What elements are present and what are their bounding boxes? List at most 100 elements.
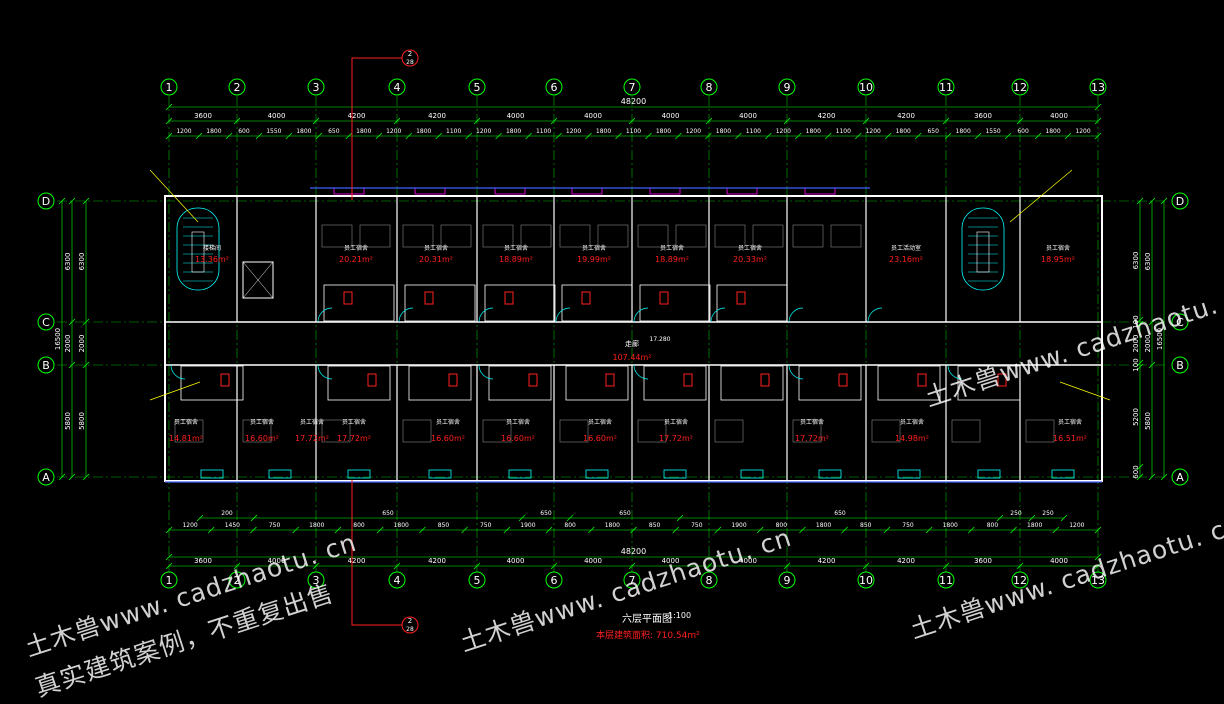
detail-dim-bottom-label: 850 [649, 522, 661, 529]
south-window [585, 469, 609, 479]
axis-bubble-label-4: 4 [394, 574, 401, 587]
axis-bubble-8 [700, 571, 718, 589]
axis-bubble-label-A: A [1176, 471, 1184, 484]
axis-bubble-10 [857, 78, 875, 96]
detail-dim-bottom-label: 750 [902, 522, 914, 529]
axis-bubble-9 [778, 78, 796, 96]
axis-bubble-label-1: 1 [166, 574, 173, 587]
detail-dim-top-tick [255, 132, 263, 140]
row-dim-right-inner-tick [1136, 463, 1144, 471]
axis-dim-bottom-tick [783, 562, 791, 570]
axis-bubble-label-8: 8 [706, 574, 713, 587]
room-area: 20.31m² [419, 255, 453, 264]
axis-bubble-B [1171, 356, 1189, 374]
axis-bubble-12 [1011, 571, 1029, 589]
axis-dim-bottom-tick [1094, 562, 1102, 570]
door-swing [555, 307, 571, 323]
south-window [347, 469, 371, 479]
axis-dim-top-tick [473, 117, 481, 125]
detail-dim-top-label: 1200 [386, 128, 401, 135]
axis-bubble-13 [1089, 571, 1107, 589]
axis-bubble-2 [228, 571, 246, 589]
axis-dim-bottom-label: 4200 [818, 557, 836, 565]
room-area: 17.72m² [795, 434, 829, 443]
axis-dim-top-tick [862, 117, 870, 125]
detail-dim-bottom-label: 1800 [816, 522, 831, 529]
axis-dim-top-label: 4000 [739, 112, 757, 120]
door-swing [788, 364, 804, 380]
axis-bubble-3 [307, 571, 325, 589]
axis-bubble-label-12: 12 [1013, 81, 1027, 94]
small-dim-bottom-tick [1028, 514, 1036, 522]
south-bathroom [877, 365, 941, 401]
detail-dim-top-label: 1100 [536, 128, 551, 135]
bath-fixture [220, 373, 230, 387]
room-area: 16.60m² [431, 434, 465, 443]
bath-fixture [504, 291, 514, 305]
row-dim-right-inner-tick [1136, 473, 1144, 481]
axis-bubble-12 [1011, 78, 1029, 96]
detail-dim-top-tick [675, 132, 682, 140]
detail-dim-top-label: 1800 [416, 128, 431, 135]
bed [559, 224, 591, 248]
axis-bubble-7 [623, 571, 641, 589]
overall-dim-top-tick [1094, 103, 1102, 111]
small-dim-bottom-tick [518, 514, 526, 522]
axis-dim-top-tick [1094, 117, 1102, 125]
axis-bubble-2 [228, 78, 246, 96]
axis-dim-bottom-tick [473, 562, 481, 570]
detail-dim-bottom-tick [799, 526, 806, 534]
axis-dim-top-label: 4000 [584, 112, 602, 120]
detail-dim-top-label: 1100 [746, 128, 761, 135]
small-dim-bottom-label: 650 [382, 510, 394, 517]
door-swing [317, 307, 333, 323]
axis-bubble-11 [937, 571, 955, 589]
axis-dim-top-label: 3600 [974, 112, 992, 120]
axis-bubble-label-13: 13 [1091, 574, 1105, 587]
axis-bubble-label-7: 7 [629, 574, 636, 587]
axis-dim-top-tick [783, 117, 791, 125]
stair-well [976, 231, 990, 273]
axis-bubble-label-5: 5 [474, 574, 481, 587]
detail-dim-top-label: 1800 [896, 128, 911, 135]
axis-dim-bottom-label: 4000 [268, 557, 286, 565]
bed [637, 419, 667, 443]
bed [174, 419, 204, 443]
room-name: 员工宿舍 [424, 244, 448, 252]
axis-dim-top-tick [942, 117, 950, 125]
detail-dim-bottom-label: 750 [269, 522, 281, 529]
axis-dim-bottom-label: 4000 [507, 557, 525, 565]
bed [559, 419, 589, 443]
bed [482, 224, 514, 248]
detail-dim-top-label: 1800 [806, 128, 821, 135]
small-dim-bottom-tick [676, 514, 684, 522]
axis-bubble-8 [700, 78, 718, 96]
bed [830, 224, 862, 248]
section-line-bottom [351, 480, 404, 626]
bed [242, 419, 272, 443]
axis-bubble-label-C: C [42, 316, 50, 329]
drawing-scale: 1:100 [668, 611, 692, 620]
row-dim-right-inner-tick [1136, 363, 1144, 371]
room-area: 16.60m² [583, 434, 617, 443]
axis-dim-bottom-tick [233, 562, 241, 570]
detail-dim-top-label: 1800 [1045, 128, 1060, 135]
bed [321, 224, 353, 248]
row-dim-left-outer-tick [68, 473, 76, 481]
elevator-shaft [242, 261, 274, 299]
bath-fixture [683, 373, 693, 387]
axis-bubble-label-C: C [1176, 316, 1184, 329]
small-dim-bottom-tick [566, 514, 574, 522]
room-name: 员工宿舍 [664, 418, 688, 426]
room-area: 16.51m² [1053, 434, 1087, 443]
row-dim-left-outer-tick [68, 197, 76, 205]
bed [321, 419, 351, 443]
axis-bubble-10 [857, 571, 875, 589]
axis-bubble-5 [468, 571, 486, 589]
detail-dim-top-label: 1800 [206, 128, 221, 135]
axis-dim-bottom-tick [550, 562, 558, 570]
detail-dim-bottom-tick [545, 526, 553, 534]
row-dim-left-inner-label: 2000 [78, 335, 86, 353]
row-dim-right-outer-tick [1148, 361, 1156, 369]
axis-bubble-label-6: 6 [551, 574, 558, 587]
